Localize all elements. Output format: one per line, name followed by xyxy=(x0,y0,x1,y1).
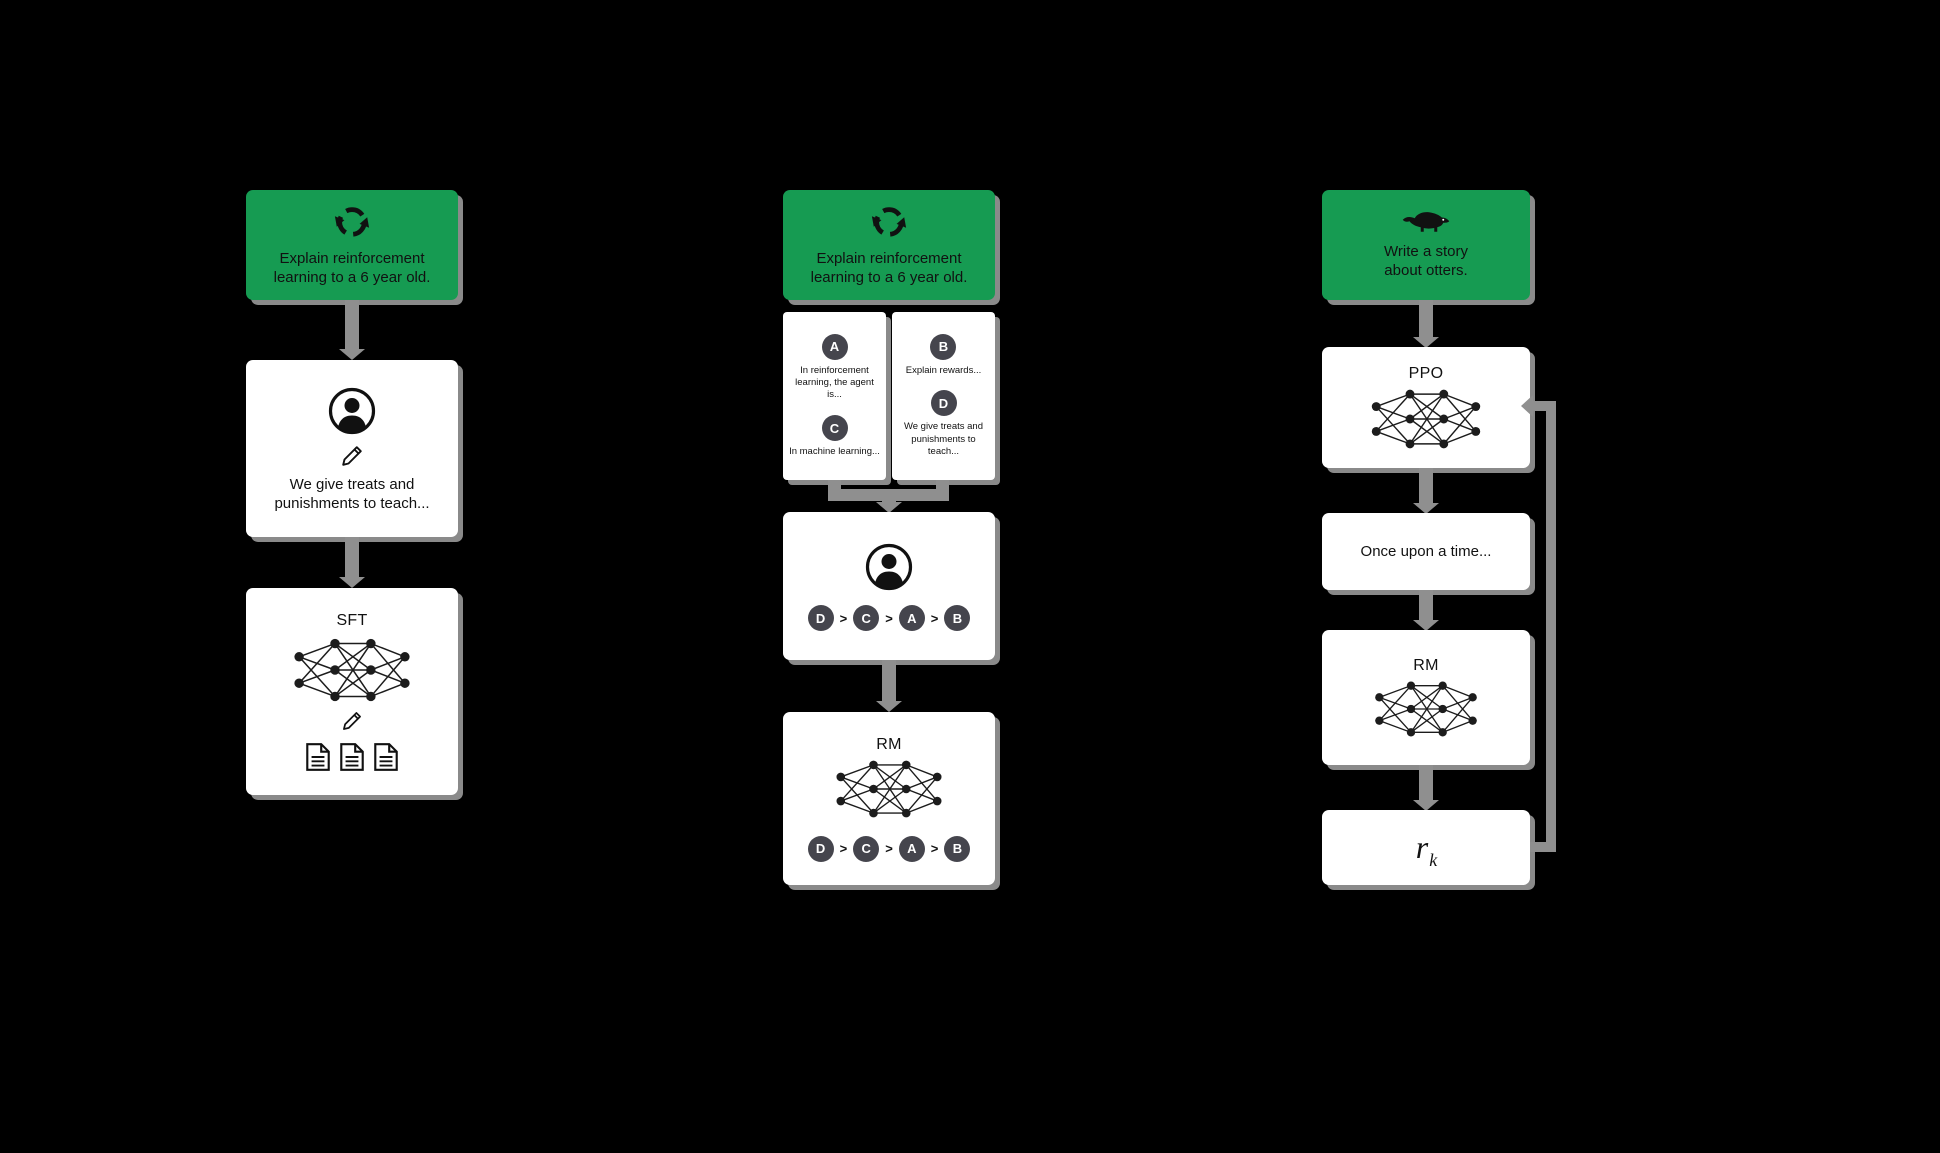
ppo-model-box: PPO xyxy=(1322,347,1530,468)
prompt-line: learning to a 6 year old. xyxy=(810,269,968,286)
demo-line: We give treats and xyxy=(289,475,415,493)
demonstration-text: We give treats and punishments to teach.… xyxy=(274,475,429,513)
prompt-box-ppo: Write a story about otters. xyxy=(1322,190,1530,300)
option-badge: C xyxy=(821,415,848,442)
sft-label: SFT xyxy=(336,611,368,629)
arrowhead-icon xyxy=(1521,395,1533,417)
option-text: We give treats and punishments to teach.… xyxy=(903,421,984,458)
option-text: In machine learning... xyxy=(789,446,880,458)
rank-badge: A xyxy=(898,605,925,631)
prompt-text: Explain reinforcement learning to a 6 ye… xyxy=(274,249,431,287)
document-icon xyxy=(305,742,331,772)
arrowhead-icon xyxy=(339,349,365,360)
neural-network-icon xyxy=(834,758,944,820)
ranking: D > C > A > B xyxy=(807,835,971,862)
pencil-icon xyxy=(340,444,364,468)
prompt-line: Explain reinforcement xyxy=(816,250,962,267)
sft-model-box: SFT xyxy=(246,588,458,795)
ppo-label: PPO xyxy=(1408,364,1444,382)
rm-model-box: RM D > C > A > B xyxy=(783,712,995,885)
rank-badge: D xyxy=(807,835,834,862)
gt-separator: > xyxy=(885,841,893,856)
connector xyxy=(345,300,359,350)
rank-badge: C xyxy=(853,835,880,862)
arrowhead-icon xyxy=(1413,620,1439,631)
answer-option: A In reinforcement learning, the agent i… xyxy=(789,333,881,402)
answer-option: B Explain rewards... xyxy=(905,333,982,377)
neural-network-icon xyxy=(1368,387,1484,451)
person-icon xyxy=(863,541,915,593)
document-icon xyxy=(339,742,365,772)
prompt-line: about otters. xyxy=(1384,262,1468,279)
prompt-line: Write a story xyxy=(1384,243,1468,260)
neural-network-icon xyxy=(293,636,411,704)
connector xyxy=(1419,590,1433,621)
labeler-ranking-box: D > C > A > B xyxy=(783,512,995,660)
rm-scoring-box: RM xyxy=(1322,630,1530,765)
connector xyxy=(1419,468,1433,504)
feedback-connector xyxy=(1530,842,1556,852)
person-icon xyxy=(326,385,378,437)
connector xyxy=(882,660,896,702)
arrowhead-icon xyxy=(1413,503,1439,514)
option-text: Explain rewards... xyxy=(905,364,982,376)
option-badge: D xyxy=(930,390,957,417)
cycle-icon xyxy=(870,203,908,241)
ranking: D > C > A > B xyxy=(807,605,971,631)
reward-value: rk xyxy=(1415,829,1437,870)
document-icon xyxy=(373,742,399,772)
connector xyxy=(1419,300,1433,338)
prompt-text: Write a story about otters. xyxy=(1384,242,1468,280)
prompt-line: learning to a 6 year old. xyxy=(273,269,431,286)
reward-box: rk xyxy=(1322,810,1530,885)
model-output-box: Once upon a time... xyxy=(1322,513,1530,590)
rank-badge: B xyxy=(944,835,971,862)
answer-option: C In machine learning... xyxy=(789,415,880,458)
otter-icon xyxy=(1402,210,1450,234)
connector xyxy=(882,489,896,505)
feedback-connector xyxy=(1546,401,1556,852)
arrowhead-icon xyxy=(1413,800,1439,811)
documents-row xyxy=(305,742,399,772)
feedback-connector xyxy=(1532,401,1556,411)
output-text: Once upon a time... xyxy=(1360,543,1492,560)
prompt-box-sft: Explain reinforcement learning to a 6 ye… xyxy=(246,190,458,300)
gt-separator: > xyxy=(930,841,939,856)
connector xyxy=(1419,765,1433,801)
neural-network-icon xyxy=(1372,679,1480,739)
connector xyxy=(345,537,359,579)
rm-label: RM xyxy=(876,735,902,753)
gt-separator: > xyxy=(839,841,848,856)
gt-separator: > xyxy=(885,610,893,626)
answer-box-left: A In reinforcement learning, the agent i… xyxy=(783,312,886,480)
gt-separator: > xyxy=(839,610,848,626)
option-badge: B xyxy=(930,333,957,360)
reward-subscript: k xyxy=(1429,850,1438,870)
rank-badge: B xyxy=(944,605,971,631)
rank-badge: A xyxy=(898,835,925,862)
prompt-text: Explain reinforcement learning to a 6 ye… xyxy=(811,249,968,287)
rank-badge: C xyxy=(853,605,880,631)
answer-option: D We give treats and punishments to teac… xyxy=(898,390,990,458)
arrowhead-icon xyxy=(339,577,365,588)
demo-line: punishments to teach... xyxy=(274,494,430,512)
rm-label: RM xyxy=(1413,656,1439,674)
option-text: In reinforcement learning, the agent is.… xyxy=(795,364,874,401)
prompt-box-rm: Explain reinforcement learning to a 6 ye… xyxy=(783,190,995,300)
arrowhead-icon xyxy=(876,701,902,712)
arrowhead-icon xyxy=(876,502,902,513)
arrowhead-icon xyxy=(1413,337,1439,348)
option-badge: A xyxy=(821,333,848,360)
gt-separator: > xyxy=(930,610,939,626)
reward-symbol: r xyxy=(1415,829,1429,865)
labeler-demo-box: We give treats and punishments to teach.… xyxy=(246,360,458,537)
cycle-icon xyxy=(333,203,371,241)
prompt-line: Explain reinforcement xyxy=(279,250,425,267)
pencil-icon xyxy=(341,710,363,732)
answer-box-right: B Explain rewards... D We give treats an… xyxy=(892,312,995,480)
rank-badge: D xyxy=(807,605,834,631)
